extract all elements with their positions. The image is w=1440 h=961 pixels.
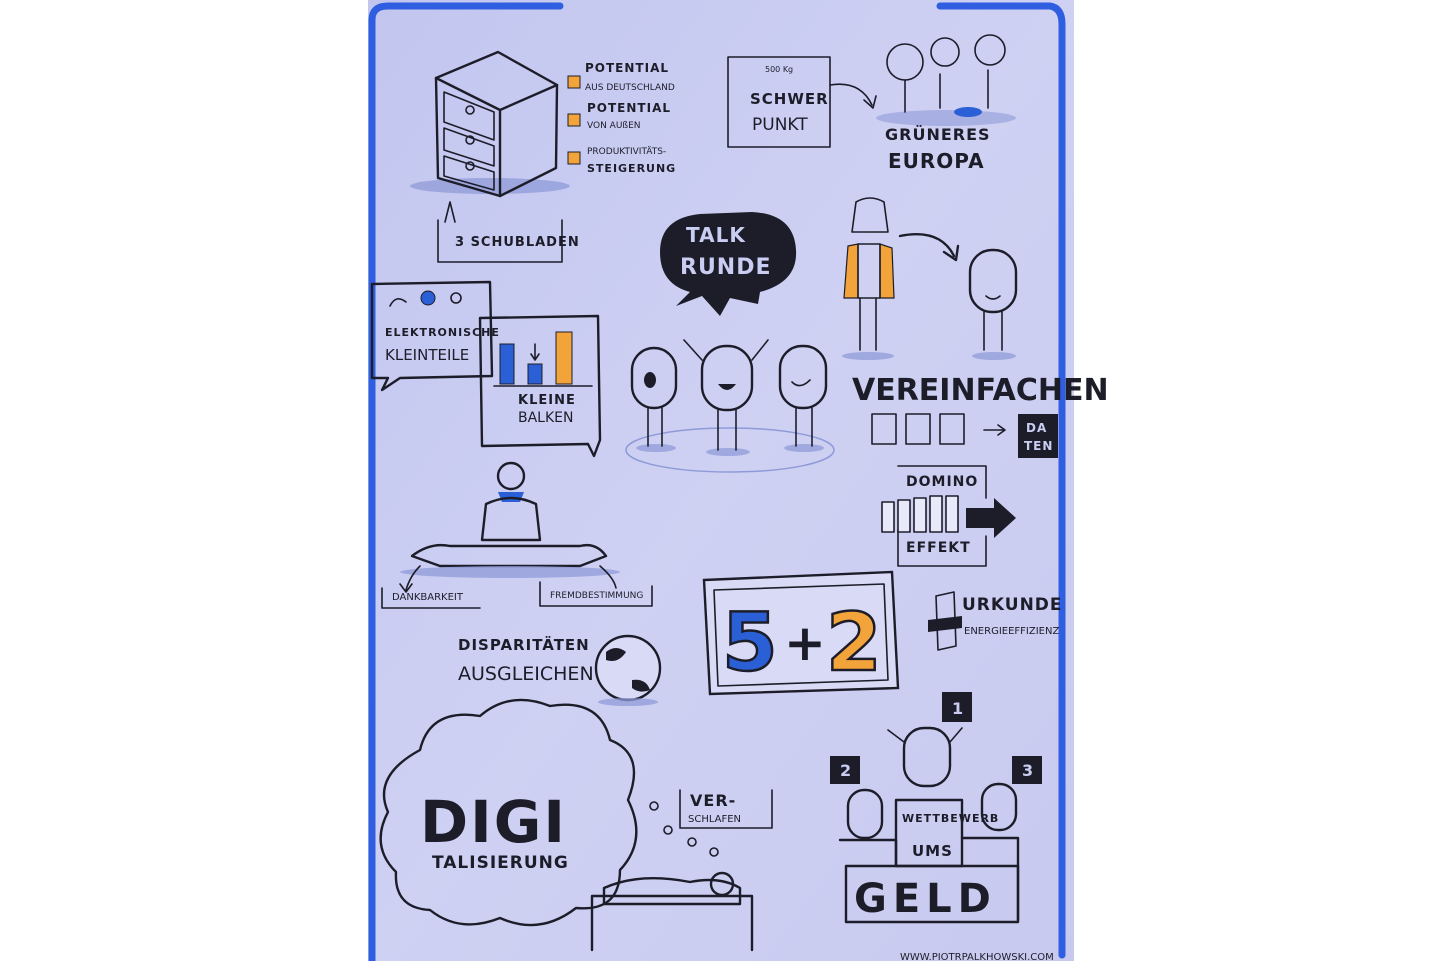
bullet-1-sub: AUS DEUTSCHLAND	[585, 83, 675, 93]
digi-line1: DIGI	[420, 788, 567, 856]
weight-label: 500 Kg	[765, 65, 793, 74]
bullet-square-1	[567, 75, 581, 89]
fremdbestimmung-label-box: FREMDBESTIMMUNG	[539, 581, 653, 607]
dankbarkeit-label-box: DANKBARKEIT	[381, 587, 481, 609]
schwerpunkt-line2: PUNKT	[752, 115, 808, 135]
europa-line2: EUROPA	[888, 149, 985, 173]
bullet-2-main: POTENTIAL	[587, 101, 671, 115]
digi-thought-cloud: DIGI TALISIERUNG	[379, 698, 638, 927]
woman-character-illustration	[842, 197, 960, 360]
formula-op: +	[784, 614, 826, 672]
elektronik-line1: ELEKTRONISCHE	[385, 326, 500, 339]
formula-b: 2	[826, 596, 882, 689]
marker-frame	[368, 2, 1066, 961]
vereinfachen-title: VEREINFACHEN	[852, 373, 1109, 408]
podium-line1: WETTBEWERB	[902, 812, 999, 825]
bar-orange	[555, 331, 573, 385]
schwerpunkt-weight-box: 500 Kg SCHWER PUNKT	[727, 56, 877, 148]
bullet-square-2	[567, 113, 581, 127]
digi-line2: TALISIERUNG	[432, 853, 569, 873]
green-europe-illustration: GRÜNERES EUROPA	[876, 34, 1016, 173]
bullet-1-main: POTENTIAL	[585, 61, 669, 75]
disparitaeten-block: DISPARITÄTEN AUSGLEICHEN	[458, 634, 662, 706]
sleeping-person-bed	[590, 871, 754, 952]
talkrunde-speech-bubble: TALK RUNDE	[660, 212, 797, 316]
rank-sign-1	[942, 692, 972, 722]
bullet-3-main: PRODUKTIVITÄTS-	[587, 146, 666, 157]
schwerpunkt-line1: SCHWER	[750, 90, 829, 108]
urkunde-line2: ENERGIEEFFIZIENZ	[964, 626, 1059, 637]
bar-blue-1	[499, 343, 515, 385]
verschlafen-line2: SCHLAFEN	[688, 814, 741, 825]
verschlafen-block: VER- SCHLAFEN	[649, 789, 773, 857]
rank-sign-2	[830, 756, 860, 784]
smiling-character-right	[968, 248, 1018, 360]
podium-block: 1 2 3 WETTBEWERB UMS GELD	[830, 692, 1042, 924]
domino-effekt-block: DOMINO EFFEKT	[881, 465, 1016, 567]
rank-sign-3	[1012, 756, 1042, 784]
footer-url: WWW.PIOTRPALKHOWSKI.COM	[900, 952, 1054, 961]
drawer-bullet-list: POTENTIAL AUS DEUTSCHLAND POTENTIAL VON …	[567, 61, 676, 175]
talkrunde-line2: RUNDE	[680, 255, 772, 280]
formula-a: 5	[722, 596, 778, 689]
schubladen-caption: 3 SCHUBLADEN	[455, 235, 580, 250]
electronics-speech-box: ELEKTRONISCHE KLEINTEILE	[370, 280, 500, 392]
bullet-2-sub: VON AUßEN	[587, 121, 641, 131]
balken-line1: KLEINE	[518, 393, 576, 408]
verschlafen-line1: VER-	[690, 791, 736, 810]
small-bars-speech-box: KLEINE BALKEN	[478, 314, 602, 458]
disparitaeten-line1: DISPARITÄTEN	[458, 635, 590, 654]
rank-1-label: 1	[952, 699, 964, 718]
seated-person-illustration	[399, 461, 620, 593]
formula-frame: 5 + 2	[702, 570, 900, 696]
schubladen-caption-box: 3 SCHUBLADEN	[437, 201, 580, 263]
elektronik-line2: KLEINTEILE	[385, 346, 469, 364]
urkunde-block: URKUNDE ENERGIEEFFIZIENZ	[928, 591, 1063, 651]
vereinfachen-block: VEREINFACHEN DA TEN	[852, 373, 1109, 458]
rank-3-label: 3	[1022, 761, 1034, 780]
disparitaeten-line2: AUSGLEICHEN	[458, 663, 594, 685]
urkunde-line1: URKUNDE	[962, 595, 1063, 615]
bar-blue-2	[527, 363, 543, 385]
podium-line3: GELD	[854, 876, 997, 922]
drawer-cabinet-illustration	[410, 50, 570, 198]
domino-line2: EFFEKT	[906, 540, 971, 556]
bullet-square-3	[567, 151, 581, 165]
balken-line2: BALKEN	[518, 410, 573, 426]
fremdbestimmung-label: FREMDBESTIMMUNG	[550, 591, 643, 601]
talkrunde-line1: TALK	[686, 223, 746, 247]
bullet-3-sub: STEIGERUNG	[587, 162, 676, 175]
dankbarkeit-label: DANKBARKEIT	[392, 592, 464, 603]
domino-line1: DOMINO	[906, 474, 978, 490]
rank-2-label: 2	[840, 761, 852, 780]
europa-line1: GRÜNERES	[885, 125, 991, 144]
talk-characters-group	[625, 339, 835, 473]
daten-line2: TEN	[1024, 439, 1053, 453]
podium-line2: UMS	[912, 842, 953, 860]
daten-black-box	[1018, 414, 1058, 458]
daten-line1: DA	[1026, 421, 1047, 435]
